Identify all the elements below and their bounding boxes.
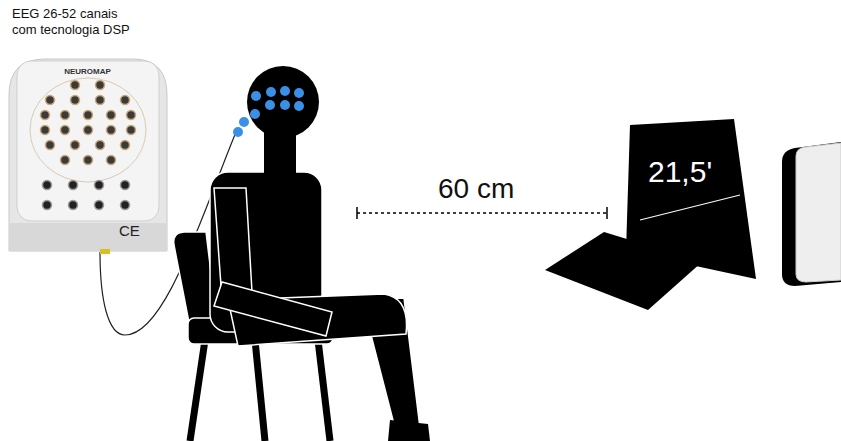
chair-leg: [318, 340, 330, 441]
monitor-shape: [622, 115, 758, 283]
monitor: 21,5': [622, 115, 758, 283]
chair-leg: [190, 340, 205, 441]
person-head: [247, 66, 319, 138]
device-caption: EEG 26-52 canais com tecnologia DSP: [12, 6, 142, 39]
eeg-device: NEUROMAP CE: [5, 55, 170, 255]
screen-size: 21,5': [648, 155, 748, 188]
person-foot: [388, 420, 430, 441]
distance-label: 60 cm: [438, 174, 558, 205]
eeg-device-shape: [5, 55, 170, 255]
distance-tick: [356, 207, 358, 219]
distance-line: [357, 212, 607, 214]
computer-tower-side: [782, 142, 841, 286]
person-arm: [214, 188, 252, 300]
brand-label: NEUROMAP: [5, 68, 170, 77]
chair-leg: [255, 340, 265, 441]
electrodes: [233, 86, 304, 137]
person-forearm: [214, 282, 332, 336]
ce-mark: CE: [119, 223, 149, 240]
distance-tick: [606, 207, 608, 219]
computer-tower: [796, 143, 841, 282]
